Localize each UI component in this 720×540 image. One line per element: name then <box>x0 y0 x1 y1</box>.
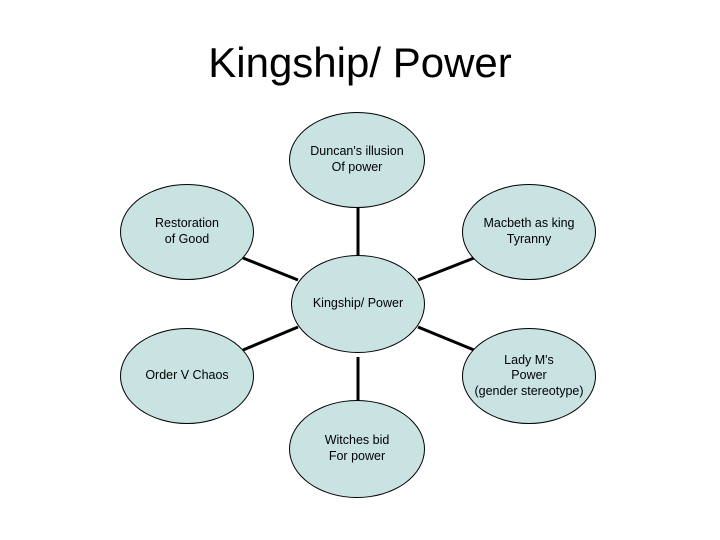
node-upper-left: Restoration of Good <box>120 184 254 280</box>
node-top-label: Duncan's illusion Of power <box>310 144 404 174</box>
node-lower-left: Order V Chaos <box>120 328 254 424</box>
connector-lower-right <box>417 325 475 352</box>
node-lower-right: Lady M's Power (gender stereotype) <box>462 328 596 424</box>
connector-upper-right <box>417 256 475 282</box>
connector-upper-left <box>242 256 299 282</box>
node-top: Duncan's illusion Of power <box>289 112 425 208</box>
node-center-label: Kingship/ Power <box>312 296 404 311</box>
slide-title: Kingship/ Power <box>208 39 512 86</box>
node-upper-left-label: Restoration of Good <box>155 216 219 246</box>
node-center: Kingship/ Power <box>291 255 425 353</box>
node-lower-left-label: Order V Chaos <box>145 368 229 383</box>
node-bottom-label: Witches bid For power <box>324 433 390 463</box>
connector-lower-left <box>242 325 299 352</box>
node-upper-right: Macbeth as king Tyranny <box>462 184 596 280</box>
node-lower-right-label: Lady M's Power (gender stereotype) <box>474 352 584 398</box>
node-upper-right-label: Macbeth as king Tyranny <box>483 216 575 246</box>
node-bottom: Witches bid For power <box>289 400 425 498</box>
